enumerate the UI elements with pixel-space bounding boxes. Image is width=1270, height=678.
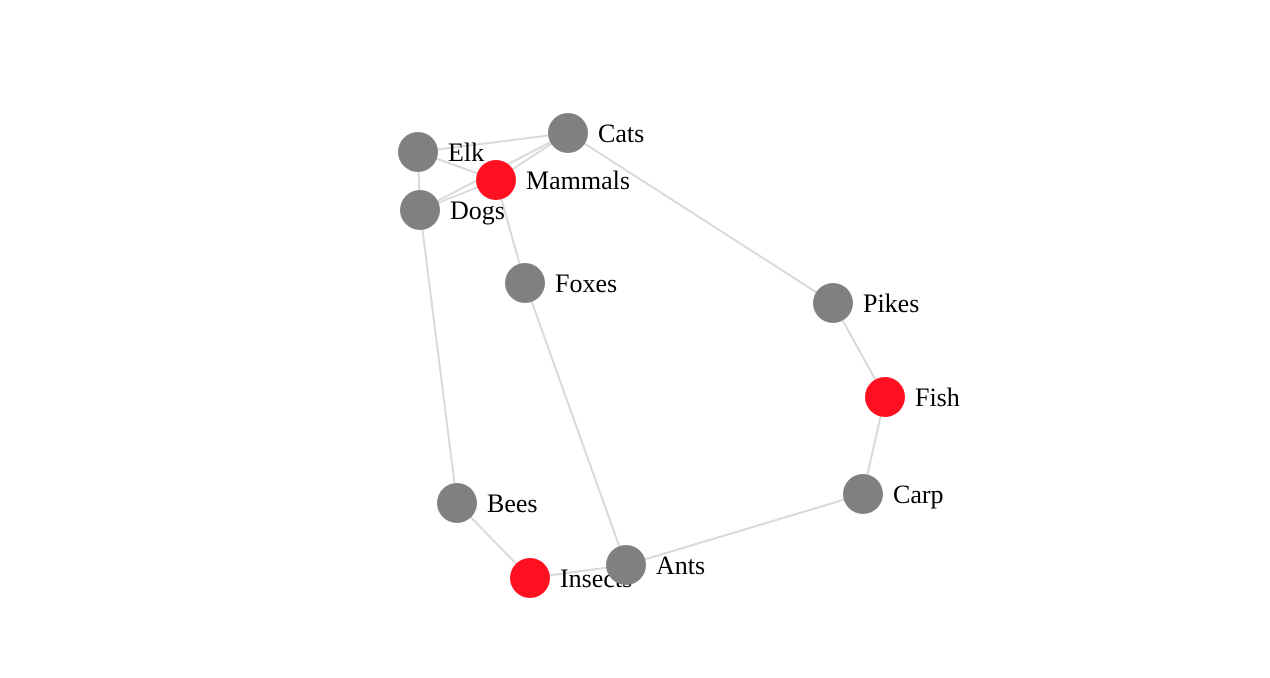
node-label-cats: Cats (598, 119, 644, 148)
link-dogs-bees (419, 209, 458, 504)
node-mammals[interactable]: Mammals (476, 160, 630, 200)
node-cats[interactable]: Cats (548, 113, 644, 153)
node-fish[interactable]: Fish (865, 377, 960, 417)
node-elk[interactable]: Elk (398, 132, 484, 172)
node-carp[interactable]: Carp (843, 474, 944, 514)
node-label-mammals: Mammals (526, 166, 630, 195)
node-label-pikes: Pikes (863, 289, 919, 318)
node-label-foxes: Foxes (555, 269, 617, 298)
node-circle-fish[interactable] (865, 377, 905, 417)
node-label-dogs: Dogs (450, 196, 505, 225)
node-dogs[interactable]: Dogs (400, 190, 505, 230)
node-circle-dogs[interactable] (400, 190, 440, 230)
node-circle-mammals[interactable] (476, 160, 516, 200)
link-foxes-ants (524, 282, 627, 566)
node-circle-ants[interactable] (606, 545, 646, 585)
node-label-ants: Ants (656, 551, 705, 580)
link-carp-ants (625, 493, 864, 566)
link-elk-cats (417, 132, 569, 153)
node-circle-carp[interactable] (843, 474, 883, 514)
node-circle-foxes[interactable] (505, 263, 545, 303)
node-circle-insects[interactable] (510, 558, 550, 598)
node-label-carp: Carp (893, 480, 944, 509)
link-cats-pikes (567, 132, 834, 304)
node-circle-bees[interactable] (437, 483, 477, 523)
node-circle-pikes[interactable] (813, 283, 853, 323)
node-label-elk: Elk (448, 138, 484, 167)
node-label-fish: Fish (915, 383, 960, 412)
node-ants[interactable]: Ants (606, 545, 705, 585)
node-label-bees: Bees (487, 489, 538, 518)
node-bees[interactable]: Bees (437, 483, 538, 523)
node-circle-elk[interactable] (398, 132, 438, 172)
node-pikes[interactable]: Pikes (813, 283, 919, 323)
node-circle-cats[interactable] (548, 113, 588, 153)
node-foxes[interactable]: Foxes (505, 263, 617, 303)
